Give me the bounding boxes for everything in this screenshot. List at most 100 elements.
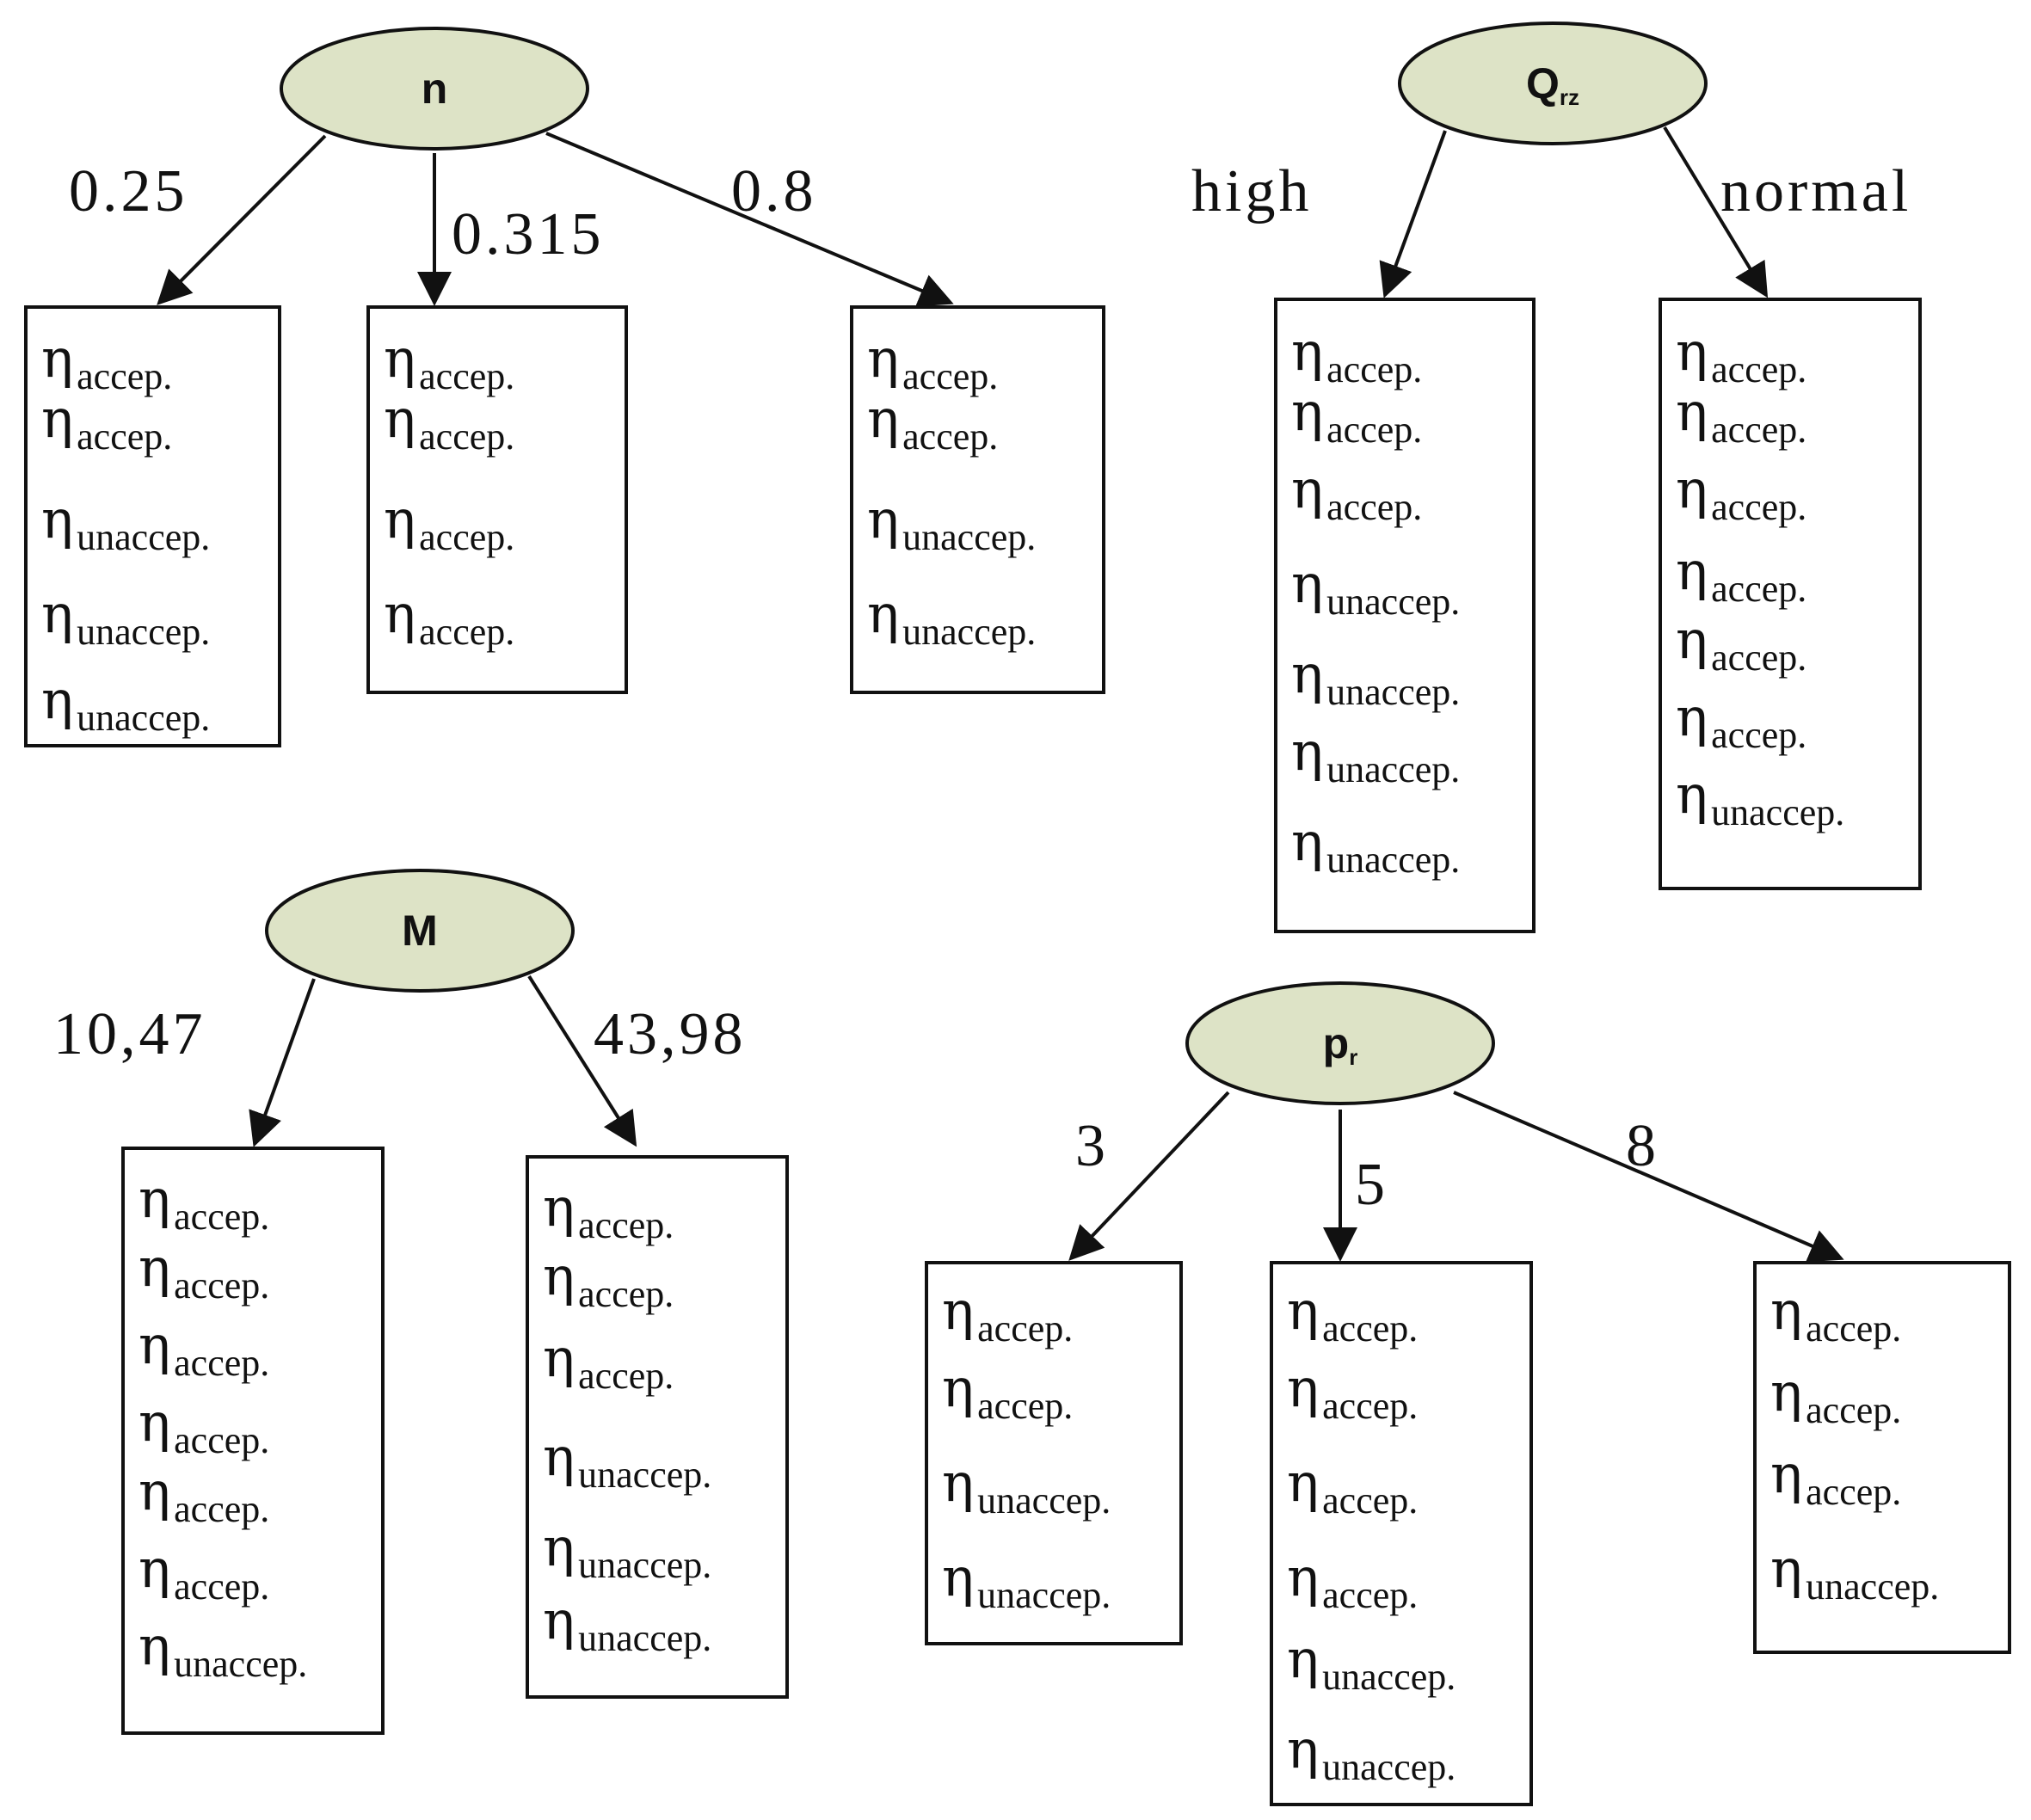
leaf-item: ηaccep. — [41, 387, 172, 458]
eta-symbol: η — [1770, 1537, 1802, 1600]
leaf-item: ηunaccep. — [41, 488, 210, 558]
leaf-item: ηunaccep. — [1287, 1627, 1456, 1698]
eta-symbol: η — [1287, 1718, 1319, 1780]
eta-symbol: η — [138, 1614, 170, 1677]
root-node-label: Qrz — [1526, 59, 1579, 110]
root-node-main: p — [1323, 1019, 1350, 1067]
leaf-item-label: accep. — [1326, 348, 1422, 390]
leaf-item: ηaccep. — [1676, 686, 1806, 756]
leaf-item: ηaccep. — [1291, 320, 1422, 390]
edge-label: 8 — [1626, 1113, 1659, 1179]
leaf-item-label: accep. — [977, 1385, 1073, 1427]
leaf-item-label: accep. — [1806, 1307, 1901, 1350]
leaf-item-label: accep. — [1711, 636, 1806, 679]
leaf-item: ηunaccep. — [1291, 643, 1460, 713]
leaf-item-label: unaccep. — [578, 1617, 711, 1659]
eta-symbol: η — [942, 1279, 974, 1342]
leaf-item-label: unaccep. — [902, 611, 1036, 653]
leaf-item: ηaccep. — [138, 1167, 269, 1238]
leaf-box — [1274, 298, 1536, 933]
leaf-item-label: accep. — [1711, 348, 1806, 390]
leaf-box — [526, 1155, 789, 1699]
leaf-item: ηaccep. — [1676, 539, 1806, 610]
leaf-item: ηunaccep. — [1770, 1537, 1939, 1608]
eta-symbol: η — [543, 1516, 575, 1578]
leaf-item-label: accep. — [419, 355, 514, 397]
leaf-item: ηunaccep. — [1291, 552, 1460, 623]
eta-symbol: η — [1770, 1279, 1802, 1342]
root-node-subscript: r — [1349, 1044, 1357, 1070]
eta-symbol: η — [1676, 380, 1708, 443]
root-node-main: M — [402, 907, 438, 955]
leaf-item: ηunaccep. — [867, 582, 1036, 653]
eta-symbol: η — [41, 668, 73, 731]
leaf-item-label: unaccep. — [1326, 671, 1460, 713]
eta-symbol: η — [942, 1451, 974, 1514]
leaf-item-label: unaccep. — [578, 1544, 711, 1586]
leaf-item: ηunaccep. — [543, 1516, 711, 1586]
leaf-item: ηunaccep. — [1291, 810, 1460, 881]
eta-symbol: η — [41, 387, 73, 450]
leaf-item-label: unaccep. — [1326, 581, 1460, 623]
leaf-item: ηunaccep. — [942, 1546, 1111, 1616]
root-node-label: n — [422, 65, 448, 113]
leaf-item-label: accep. — [1322, 1479, 1418, 1522]
leaf-item: ηaccep. — [1676, 608, 1806, 679]
edge-arrow — [527, 975, 637, 1147]
leaf-box — [121, 1147, 385, 1735]
leaf-item: ηaccep. — [1676, 380, 1806, 451]
leaf-item-label: accep. — [174, 1488, 269, 1530]
leaf-item-label: unaccep. — [1322, 1656, 1456, 1698]
eta-symbol: η — [867, 582, 899, 645]
leaf-box — [366, 305, 628, 694]
leaf-item-label: accep. — [1326, 486, 1422, 528]
edge-arrow — [1379, 130, 1447, 298]
eta-symbol: η — [1676, 458, 1708, 520]
eta-symbol: η — [1287, 1279, 1319, 1342]
leaf-item: ηaccep. — [1770, 1361, 1901, 1431]
leaf-item: ηaccep. — [138, 1236, 269, 1307]
leaf-item-label: accep. — [77, 355, 172, 397]
eta-symbol: η — [867, 488, 899, 550]
leaf-item: ηaccep. — [543, 1326, 674, 1397]
eta-symbol: η — [41, 327, 73, 390]
leaf-item-label: accep. — [977, 1307, 1073, 1350]
leaf-item: ηaccep. — [1287, 1279, 1418, 1350]
eta-symbol: η — [1676, 608, 1708, 671]
leaf-item-label: accep. — [174, 1264, 269, 1307]
leaf-item-label: accep. — [1806, 1471, 1901, 1513]
root-node-label: pr — [1323, 1019, 1358, 1070]
tree-1: 0.25ηaccep.ηaccep.ηunaccep.ηunaccep.ηuna… — [24, 27, 1105, 747]
leaf-item: ηaccep. — [138, 1460, 269, 1530]
leaf-item-label: unaccep. — [578, 1454, 711, 1496]
leaf-item-label: unaccep. — [77, 697, 210, 739]
leaf-item: ηaccep. — [1770, 1442, 1901, 1513]
root-node — [1185, 981, 1495, 1105]
leaf-box — [1753, 1261, 2011, 1654]
edge-label: 0.315 — [452, 201, 605, 267]
eta-symbol: η — [1291, 810, 1323, 873]
edge-label: 10,47 — [53, 1001, 206, 1067]
leaf-item: ηunaccep. — [543, 1425, 711, 1496]
leaf-item-label: accep. — [1322, 1307, 1418, 1350]
leaf-item-label: unaccep. — [77, 516, 210, 558]
leaf-item-label: accep. — [419, 415, 514, 458]
eta-symbol: η — [1291, 320, 1323, 383]
leaf-item-label: unaccep. — [1326, 839, 1460, 881]
edge-label: 3 — [1075, 1113, 1109, 1179]
eta-symbol: η — [138, 1236, 170, 1299]
eta-symbol: η — [1291, 643, 1323, 705]
leaf-item: ηaccep. — [138, 1391, 269, 1461]
eta-symbol: η — [138, 1313, 170, 1376]
eta-symbol: η — [543, 1176, 575, 1239]
leaf-item-label: unaccep. — [1711, 791, 1844, 833]
root-node — [265, 869, 575, 993]
leaf-item-label: accep. — [1711, 486, 1806, 528]
eta-symbol: η — [1676, 686, 1708, 748]
leaf-item-label: accep. — [1806, 1389, 1901, 1431]
eta-symbol: η — [384, 582, 415, 645]
leaf-item: ηaccep. — [942, 1356, 1073, 1427]
tree-2: highηaccep.ηaccep.ηaccep.ηunaccep.ηunacc… — [1191, 22, 1922, 933]
edge-arrow — [1663, 126, 1769, 298]
